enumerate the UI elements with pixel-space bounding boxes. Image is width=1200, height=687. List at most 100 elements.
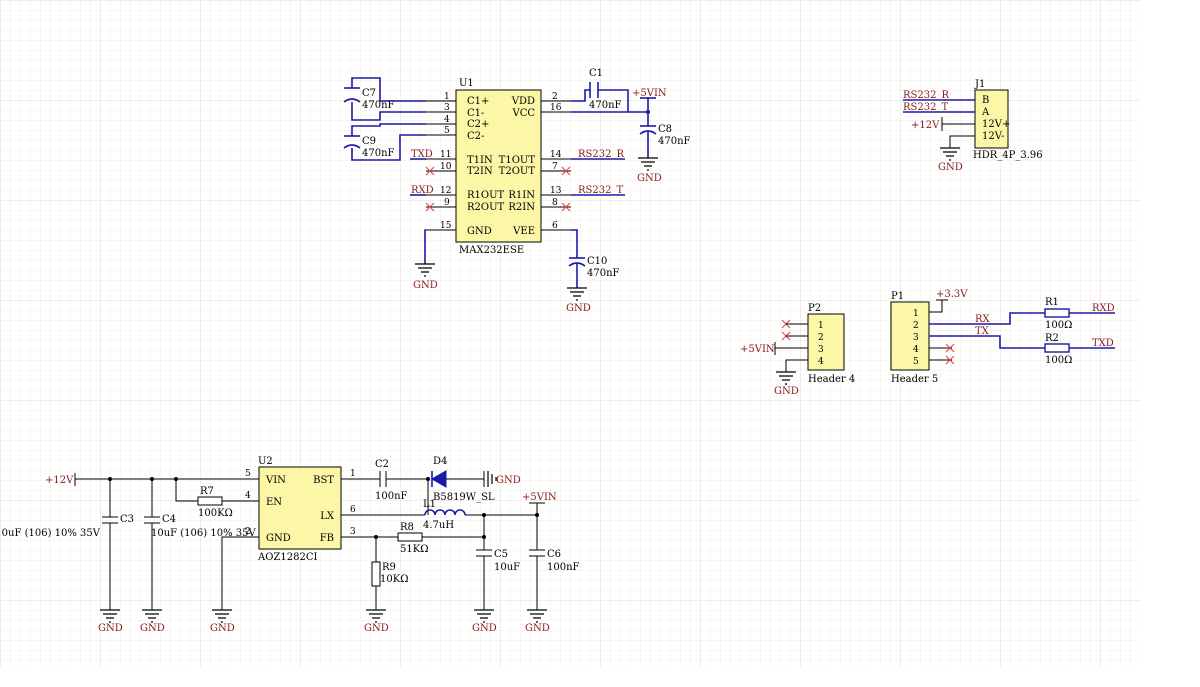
j1-designator: J1 xyxy=(974,79,985,90)
c9-capacitor[interactable]: C9 470nF xyxy=(343,123,426,161)
u2-aoz1282[interactable]: U2 AOZ1282CI VIN EN GND BST LX FB 5 4 2 … xyxy=(245,456,356,563)
u1-pin-num: 6 xyxy=(552,221,558,231)
r7-resistor[interactable] xyxy=(197,496,223,506)
gnd-symbol-d4 xyxy=(487,471,497,487)
net-label-rs232-r: RS232_R xyxy=(578,149,624,160)
p2-designator: P2 xyxy=(808,303,821,314)
r7-value: 100KΩ xyxy=(198,508,233,519)
net-label-tx: TX xyxy=(975,326,990,337)
net-label-rs232-t: RS232_T xyxy=(903,102,948,113)
u1-pin-num: 13 xyxy=(550,186,562,196)
power-label-12v: +12V xyxy=(45,475,74,486)
c1-designator: C1 xyxy=(589,68,603,79)
c2-designator: C2 xyxy=(375,459,389,470)
u1-pin-num: 11 xyxy=(440,150,451,160)
u1-pin-name: T2IN xyxy=(467,166,493,177)
u1-pin-num: 15 xyxy=(440,221,452,231)
j1-body[interactable] xyxy=(974,89,1009,149)
c3-value-clip: 10uF (106) 10% 35V xyxy=(0,528,101,539)
u2-pin-name: EN xyxy=(266,497,282,508)
net-label-rs232-t: RS232_T xyxy=(578,185,623,196)
u2-pin-num: 4 xyxy=(245,491,251,501)
power-label-12v: +12V xyxy=(911,120,940,131)
c3-capacitor[interactable]: C3 xyxy=(102,479,134,610)
u2-pin-name: GND xyxy=(266,533,291,544)
u1-body[interactable] xyxy=(455,89,542,243)
u1-pin-num: 10 xyxy=(440,162,452,172)
c4-value: 10uF (106) 10% 35V xyxy=(151,528,256,539)
r8-value: 51KΩ xyxy=(400,544,429,555)
power-label-3v3: +3.3V xyxy=(936,289,968,300)
p2-pin: 3 xyxy=(818,345,824,355)
p2-part: Header 4 xyxy=(808,374,855,385)
u1-pin-name: C2+ xyxy=(467,119,489,130)
u2-pin-num: 2 xyxy=(245,527,251,537)
gnd-symbol-c6 xyxy=(527,609,547,623)
net-label-rxd: RXD xyxy=(1092,303,1115,314)
gnd-symbol-p2 xyxy=(776,371,796,385)
gnd-symbol-j1 xyxy=(940,147,960,161)
r7-designator: R7 xyxy=(200,486,214,497)
l1-inductor[interactable]: L1 4.7uH xyxy=(423,499,466,531)
r9-designator: R9 xyxy=(382,562,396,573)
j1-part: HDR_4P_3.96 xyxy=(973,150,1043,161)
gnd-label: GND xyxy=(566,303,591,314)
p2-header[interactable]: P2 Header 4 1 2 3 4 xyxy=(807,303,855,385)
c10-designator: C10 xyxy=(587,256,607,267)
c10-capacitor[interactable]: C10 470nF xyxy=(568,229,620,288)
net-label-rx: RX xyxy=(975,314,991,325)
p1-header[interactable]: P1 Header 5 1 2 3 4 5 xyxy=(890,291,938,385)
r9-resistor[interactable] xyxy=(371,561,381,587)
power-label-5vin: +5VIN xyxy=(740,344,775,355)
u1-pin-num: 7 xyxy=(552,162,558,172)
u1-part: MAX232ESE xyxy=(459,245,524,256)
r8-resistor[interactable] xyxy=(397,532,423,542)
c8-designator: C8 xyxy=(658,124,672,135)
p2-pin: 2 xyxy=(818,333,824,343)
gnd-label: GND xyxy=(140,623,165,634)
c1-capacitor[interactable]: C1 470nF xyxy=(571,68,629,112)
p2-pin: 4 xyxy=(818,357,824,367)
u1-pin-num: 12 xyxy=(440,186,451,196)
d4-value: B5819W_SL xyxy=(433,492,495,503)
u2-pin-num: 1 xyxy=(350,469,356,479)
u1-pin-num: 4 xyxy=(444,115,450,125)
c4-capacitor[interactable]: C4 10uF (106) 10% 35V xyxy=(144,479,256,610)
gnd-label: GND xyxy=(413,280,438,291)
u2-body[interactable] xyxy=(258,466,342,550)
net-label-rxd: RXD xyxy=(411,185,434,196)
p1-designator: P1 xyxy=(891,291,904,302)
u2-pin-name: BST xyxy=(313,475,334,486)
u1-pin-name: VEE xyxy=(512,226,535,237)
u1-pin-name: R2IN xyxy=(508,202,535,213)
u1-pin-num: 1 xyxy=(444,92,450,102)
j1-connector[interactable]: J1 HDR_4P_3.96 B A 12V+ 12V- xyxy=(973,79,1043,161)
c5-value: 10uF xyxy=(494,562,520,573)
gnd-label: GND xyxy=(210,623,235,634)
p1-pin: 1 xyxy=(913,309,919,319)
u1-designator: U1 xyxy=(459,78,474,89)
r1-designator: R1 xyxy=(1045,297,1059,308)
c3-designator: C3 xyxy=(120,514,134,525)
u1-pin-name: R1OUT xyxy=(467,190,505,201)
gnd-symbol-c10 xyxy=(567,287,587,301)
p1-body[interactable] xyxy=(890,301,930,371)
u2-pin-num: 5 xyxy=(245,469,251,479)
u2-pin-name: VIN xyxy=(265,475,286,486)
gnd-symbol-r9 xyxy=(366,609,386,623)
p2-body[interactable] xyxy=(807,313,845,371)
gnd-symbol-u1 xyxy=(415,263,435,277)
u1-pin-name: T1IN xyxy=(467,155,493,166)
c9-designator: C9 xyxy=(362,136,376,147)
p1-part: Header 5 xyxy=(891,374,938,385)
gnd-symbol-u2 xyxy=(212,609,232,623)
c8-capacitor[interactable]: C8 470nF xyxy=(639,112,691,158)
c6-value: 100nF xyxy=(547,562,580,573)
c7-capacitor[interactable]: C7 470nF xyxy=(343,77,426,121)
no-connect-marks xyxy=(425,166,571,212)
d4-designator: D4 xyxy=(433,456,447,467)
l1-value: 4.7uH xyxy=(423,520,454,531)
net-label-rs232-r: RS232_R xyxy=(903,90,949,101)
u1-max232[interactable]: U1 MAX232ESE 1 3 4 5 11 10 12 9 15 C1+ C… xyxy=(426,78,571,256)
grid-background xyxy=(0,0,1140,667)
